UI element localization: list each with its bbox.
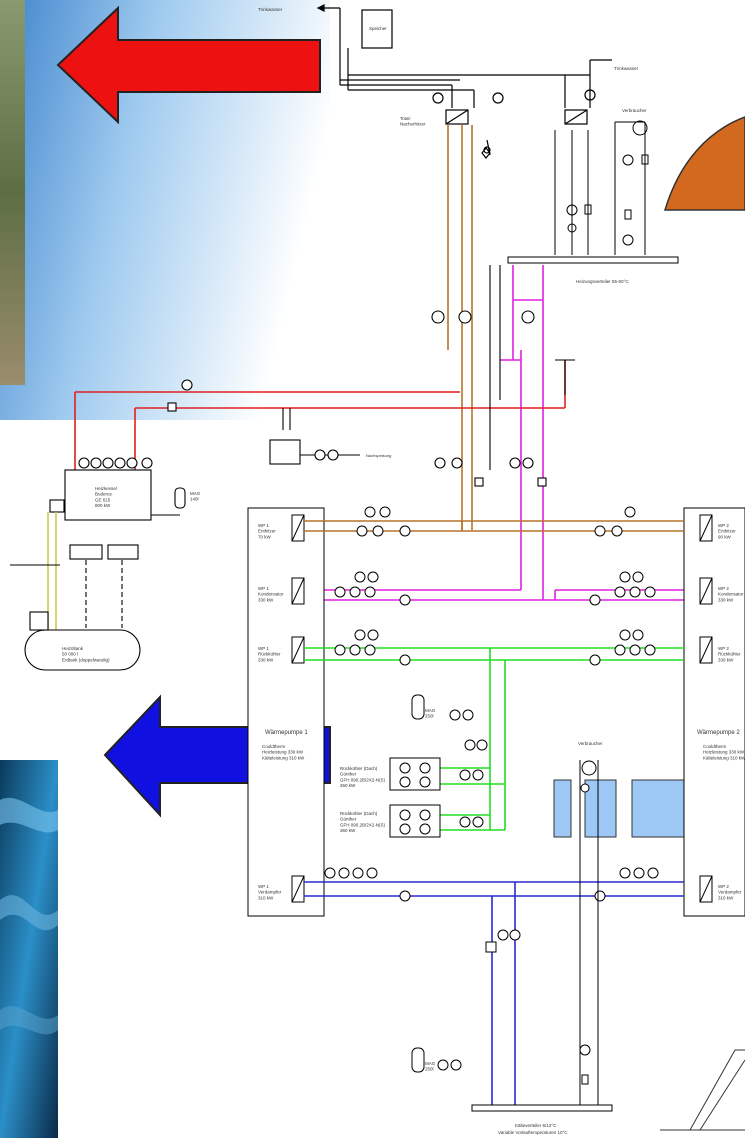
blue-pipes <box>304 881 684 1105</box>
mag-and-fans <box>389 694 521 1073</box>
central-black-pipes <box>167 265 575 487</box>
red-pipes <box>74 360 566 470</box>
kaelte-temp-label: Variable Vorlauftemperaturen 10°C <box>498 1130 568 1135</box>
oil-tank <box>10 544 141 671</box>
verbraucher-bottom-label: Verbraucher <box>578 741 603 746</box>
drinking-water-section <box>316 4 612 159</box>
total-nachheizer-label: Total-Nacherhitzer <box>400 116 426 127</box>
wp-row-fittings <box>324 506 659 902</box>
nachspeisung-label: Nachspeisung <box>366 453 391 458</box>
water-background <box>0 760 58 1138</box>
waermepumpe2-label: Wärmepumpe 2 <box>697 730 740 736</box>
heat-pump-enclosures <box>247 507 745 917</box>
speicher-label: Speicher <box>369 26 387 31</box>
magenta-pipes <box>310 265 690 601</box>
verbraucher-top-label: Verbraucher <box>622 108 647 113</box>
bottom-consumer <box>471 760 613 1112</box>
trinkwasser-top-label: Trinkwasser <box>258 7 283 12</box>
vegetation-strip <box>0 0 25 385</box>
brown-pipes-top <box>447 125 473 530</box>
kaelteverteiler-label: Kälteverteiler 6/12°C <box>515 1123 557 1128</box>
heizungsverteiler-label: Heizungsverteiler 55-60°C <box>576 279 629 284</box>
green-pipes <box>304 647 684 831</box>
partial-outline-shape <box>660 1049 745 1131</box>
dome-shape <box>663 116 745 211</box>
waermepumpe1-label: Wärmepumpe 1 <box>265 730 308 736</box>
blue-arrow-icon <box>103 694 331 818</box>
oil-lines <box>47 512 57 630</box>
boiler-heizkessel <box>49 457 186 521</box>
consumer-branches-top <box>554 120 649 255</box>
red-arrow-icon <box>56 5 321 125</box>
trinkwasser-right-label: Trinkwasser <box>614 66 639 71</box>
heizungsverteiler <box>507 256 679 264</box>
